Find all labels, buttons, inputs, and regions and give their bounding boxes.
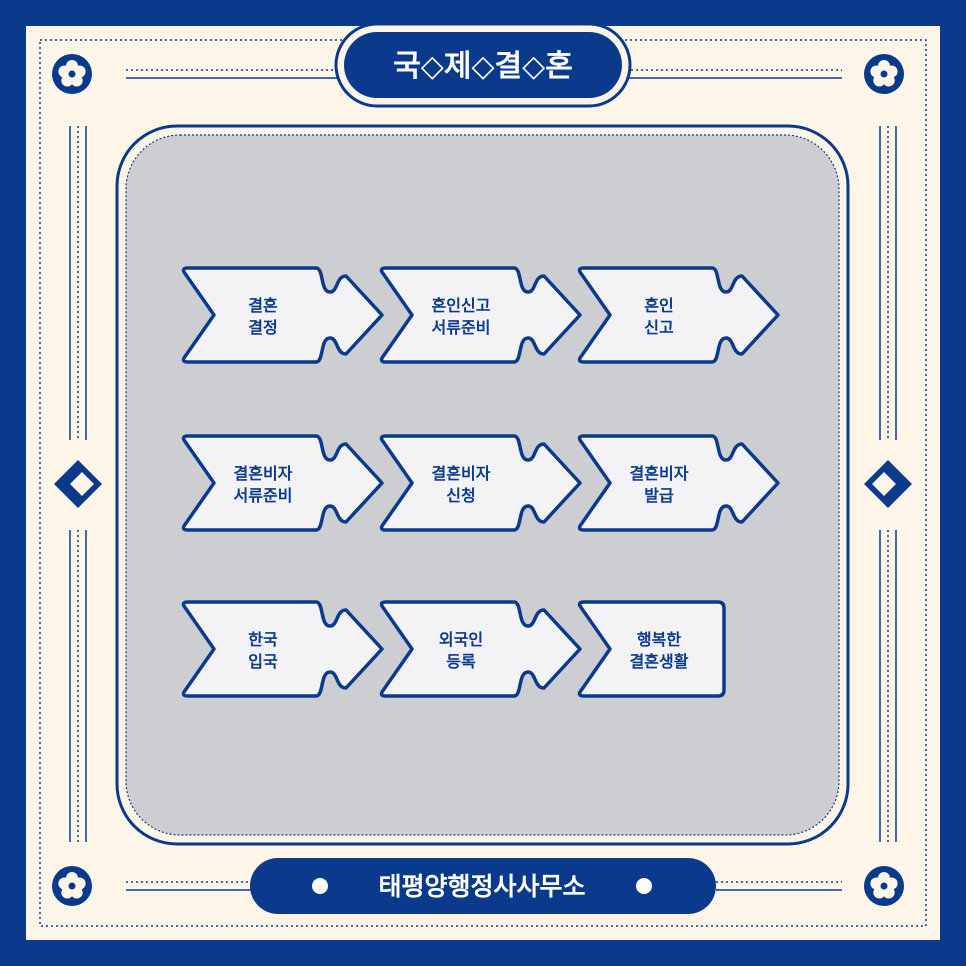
- step-label-line2: 발급: [644, 486, 674, 505]
- step-label-line1: 한국: [248, 630, 278, 649]
- office-name: 태평양행정사사무소: [378, 872, 585, 901]
- title-badge: 국◇제◇결◇혼: [334, 22, 632, 108]
- process-step: 혼인신고: [577, 266, 780, 364]
- step-shape: [379, 434, 582, 532]
- step-shape: [181, 266, 384, 364]
- step-shape: [181, 434, 384, 532]
- step-shape: [577, 434, 780, 532]
- footer-badge: 태평양행정사사무소: [250, 858, 716, 914]
- step-shape: [577, 266, 780, 364]
- step-label-line1: 혼인: [644, 296, 673, 315]
- step-label-line1: 결혼비자: [234, 464, 293, 483]
- plum-blossom-icon: [52, 54, 92, 94]
- diamond-icon: [864, 460, 912, 508]
- dot-icon: [636, 878, 652, 894]
- step-label-line2: 서류준비: [234, 486, 293, 505]
- step-label-line2: 결혼생활: [630, 652, 689, 671]
- dotted-frame: [39, 39, 927, 927]
- left-rail: [69, 126, 87, 842]
- step-label-line1: 행복한: [637, 630, 681, 649]
- plum-blossom-icon: [864, 866, 904, 906]
- step-label-line2: 등록: [446, 652, 476, 671]
- step-label-line2: 신청: [446, 486, 475, 505]
- step-label-line1: 혼인신고: [432, 296, 491, 315]
- plum-blossom-icon: [864, 54, 904, 94]
- step-shape: [181, 600, 384, 698]
- step-label-line1: 결혼: [248, 296, 278, 315]
- bottom-rail-left: [126, 881, 260, 891]
- step-shape: [577, 600, 726, 698]
- step-shape: [379, 600, 582, 698]
- right-rail: [879, 126, 897, 842]
- dot-icon: [312, 878, 328, 894]
- step-label-line1: 결혼비자: [432, 464, 491, 483]
- page-title: 국◇제◇결◇혼: [393, 49, 573, 84]
- diamond-icon: [54, 460, 102, 508]
- step-shape: [379, 266, 582, 364]
- top-rail-left: [126, 69, 340, 79]
- step-label-line2: 입국: [248, 652, 278, 671]
- process-steps: 결혼결정혼인신고서류준비혼인신고결혼비자서류준비결혼비자신청결혼비자발급한국입국…: [181, 266, 780, 698]
- bottom-rail-right: [716, 881, 842, 891]
- step-label-line2: 결정: [248, 318, 277, 337]
- step-label-line2: 신고: [644, 318, 674, 337]
- top-rail-right: [626, 69, 842, 79]
- step-label-line1: 외국인: [439, 630, 483, 649]
- step-label-line1: 결혼비자: [630, 464, 689, 483]
- plum-blossom-icon: [52, 866, 92, 906]
- step-label-line2: 서류준비: [432, 318, 491, 337]
